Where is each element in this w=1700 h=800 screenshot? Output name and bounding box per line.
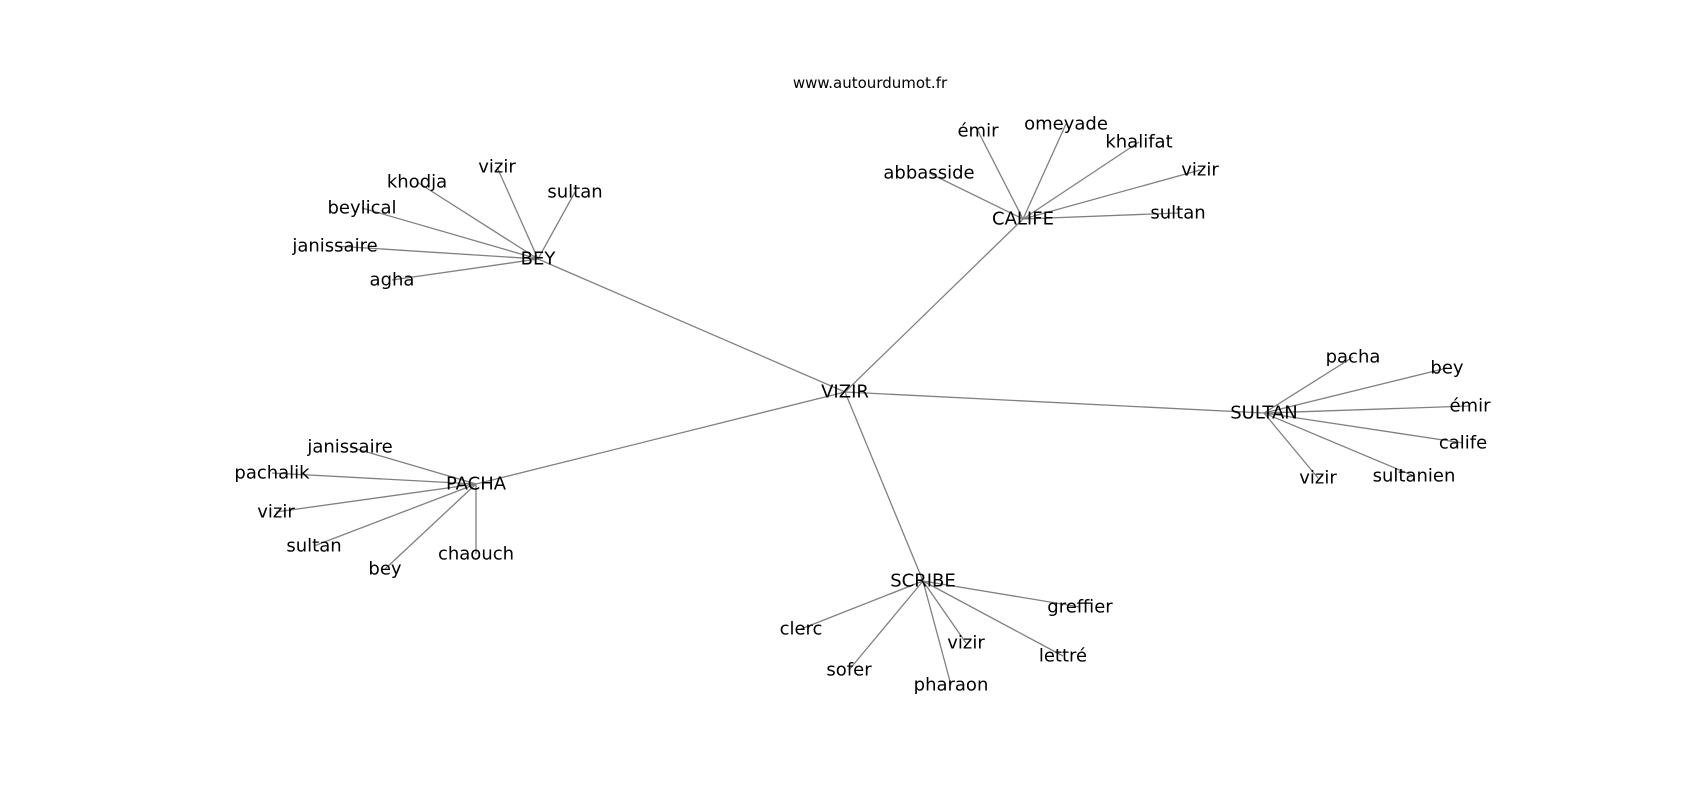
edge-center-scribe <box>844 391 924 582</box>
hub-label-pacha: PACHA <box>446 474 507 495</box>
edge-sultan-leaf-0 <box>1263 356 1354 414</box>
leaf-label-calife-2: khalifat <box>1105 132 1172 153</box>
edge-bey-leaf-1 <box>537 191 576 260</box>
leaf-label-pacha-4: bey <box>368 559 402 580</box>
hub-label-calife: CALIFE <box>992 209 1054 230</box>
leaf-label-scribe-3: lettré <box>1039 646 1087 667</box>
edge-sultan-leaf-4 <box>1263 412 1415 477</box>
edge-center-calife <box>844 218 1024 393</box>
leaf-label-sultan-4: sultanien <box>1373 466 1456 487</box>
leaf-label-pacha-3: sultan <box>286 536 341 557</box>
edge-bey-leaf-4 <box>334 245 539 260</box>
edge-center-pacha <box>475 391 846 485</box>
edge-sultan-leaf-3 <box>1263 412 1464 444</box>
edge-sultan-leaf-1 <box>1263 367 1448 414</box>
edge-bey-leaf-3 <box>361 207 539 260</box>
edge-bey-leaf-5 <box>391 258 539 281</box>
edge-calife-leaf-2 <box>1022 141 1140 220</box>
leaf-label-calife-5: sultan <box>1150 203 1205 224</box>
leaf-label-pacha-5: chaouch <box>438 544 514 565</box>
leaf-label-sultan-1: bey <box>1430 358 1464 379</box>
leaf-label-bey-3: beylical <box>327 198 396 219</box>
hub-label-sultan: SULTAN <box>1230 403 1298 424</box>
edge-bey-leaf-2 <box>416 181 539 260</box>
node-label-vizir-center: VIZIR <box>821 382 869 403</box>
edge-calife-leaf-1 <box>1022 123 1067 220</box>
leaf-label-sultan-2: émir <box>1449 396 1491 417</box>
edge-center-bey <box>537 258 846 393</box>
leaf-label-sultan-3: calife <box>1439 433 1487 454</box>
watermark: www.autourdumot.fr <box>793 74 948 92</box>
leaf-label-scribe-5: pharaon <box>914 675 989 696</box>
hub-label-bey: BEY <box>521 249 557 270</box>
leaf-label-sultan-0: pacha <box>1326 347 1381 368</box>
edge-calife-leaf-0 <box>977 130 1024 220</box>
leaf-label-sultan-5: vizir <box>1299 468 1337 489</box>
leaf-label-calife-1: omeyade <box>1024 114 1108 135</box>
leaf-label-pacha-1: pachalik <box>234 463 310 484</box>
leaf-label-pacha-2: vizir <box>257 502 295 523</box>
leaf-label-scribe-1: clerc <box>780 619 823 640</box>
edge-calife-leaf-5 <box>1022 212 1179 220</box>
edge-calife-leaf-4 <box>928 172 1024 220</box>
leaf-label-bey-1: sultan <box>547 182 602 203</box>
leaf-label-calife-0: émir <box>957 121 999 142</box>
edge-layer <box>271 123 1471 686</box>
leaf-label-bey-4: janissaire <box>291 236 377 257</box>
edge-pacha-leaf-3 <box>313 483 477 547</box>
edge-calife-leaf-3 <box>1022 169 1201 220</box>
leaf-label-calife-4: abbasside <box>883 163 974 184</box>
leaf-label-calife-3: vizir <box>1181 160 1219 181</box>
leaf-label-scribe-4: sofer <box>826 660 872 681</box>
leaf-label-pacha-0: janissaire <box>306 437 392 458</box>
edge-scribe-leaf-2 <box>922 580 967 644</box>
leaf-label-bey-5: agha <box>370 270 415 291</box>
label-layer: VIZIR BEY vizir sultan khodja beylical janissa… <box>234 114 1491 696</box>
hub-label-scribe: SCRIBE <box>890 571 956 592</box>
edge-scribe-leaf-4 <box>848 580 924 671</box>
leaf-label-bey-0: vizir <box>478 157 516 178</box>
edge-bey-leaf-0 <box>496 166 539 260</box>
edge-pacha-leaf-0 <box>349 446 477 485</box>
edge-scribe-leaf-1 <box>800 580 924 630</box>
edge-sultan-leaf-2 <box>1263 405 1471 414</box>
edge-pacha-leaf-2 <box>275 483 477 513</box>
leaf-label-scribe-0: greffier <box>1047 597 1113 618</box>
edge-pacha-leaf-1 <box>271 472 477 485</box>
edge-scribe-leaf-3 <box>922 580 1064 657</box>
edge-scribe-leaf-0 <box>922 580 1081 608</box>
leaf-label-bey-2: khodja <box>387 172 447 193</box>
edge-scribe-leaf-5 <box>922 580 952 686</box>
edge-pacha-leaf-4 <box>384 483 477 570</box>
edge-center-sultan <box>844 391 1265 414</box>
edge-sultan-leaf-5 <box>1263 412 1319 479</box>
leaf-label-scribe-2: vizir <box>947 633 985 654</box>
